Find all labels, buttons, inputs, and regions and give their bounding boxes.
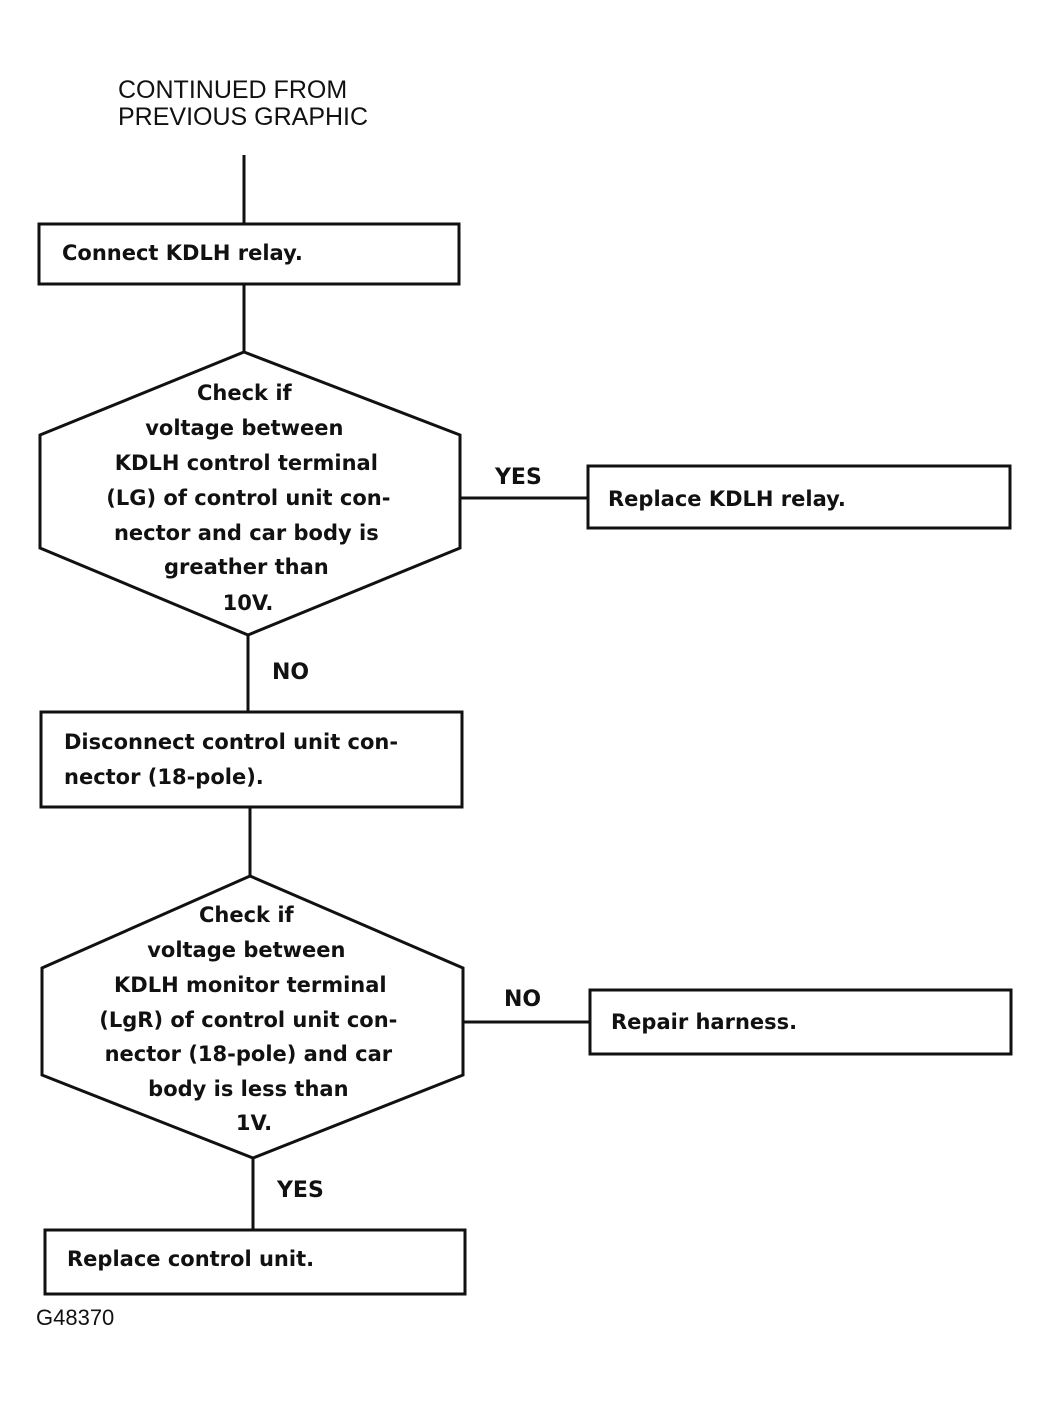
node-repair-harness: Repair harness. <box>588 988 1013 1056</box>
node-line: Replace KDLH relay. <box>608 487 846 511</box>
decision-line: (LG) of control unit con- <box>106 486 390 510</box>
continued-note-line: PREVIOUS GRAPHIC <box>118 103 368 131</box>
decision-line: KDLH control terminal <box>115 451 378 475</box>
decision-line: nector (18-pole) and car <box>105 1042 393 1066</box>
node-line: Connect KDLH relay. <box>62 241 303 265</box>
edge-label-check2-yes: YES <box>276 1178 324 1203</box>
figure-id: G48370 <box>36 1305 114 1330</box>
decision-line: nector and car body is <box>114 521 379 545</box>
continued-note: CONTINUED FROM PREVIOUS GRAPHIC <box>118 76 368 131</box>
node-replace-relay: Replace KDLH relay. <box>586 464 1012 530</box>
decision-check-control-voltage: Check if voltage between KDLH control te… <box>38 350 462 637</box>
node-line: Disconnect control unit con- <box>64 730 398 754</box>
decision-check-monitor-voltage: Check if voltage between KDLH monitor te… <box>40 874 465 1160</box>
continued-note-line: CONTINUED FROM <box>118 76 347 104</box>
node-line: nector (18-pole). <box>64 765 264 789</box>
node-replace-control-unit: Replace control unit. <box>43 1228 467 1296</box>
node-text: Connect KDLH relay. <box>62 241 303 265</box>
node-disconnect-connector: Disconnect control unit con- nector (18-… <box>39 710 464 809</box>
decision-line: KDLH monitor terminal <box>114 973 387 997</box>
decision-line: greather than <box>164 555 329 579</box>
node-line: Repair harness. <box>611 1010 797 1034</box>
decision-line: voltage between <box>145 416 343 440</box>
decision-line: body is less than <box>148 1077 348 1101</box>
edge-label-check2-no: NO <box>504 987 541 1012</box>
edge-label-check1-yes: YES <box>494 465 542 490</box>
decision-line: 10V. <box>223 591 274 615</box>
node-connect-relay: Connect KDLH relay. <box>37 222 461 286</box>
decision-text: Check if voltage between KDLH monitor te… <box>99 903 404 1135</box>
edge-label-check1-no: NO <box>272 660 309 685</box>
node-line: Replace control unit. <box>67 1247 314 1271</box>
decision-line: (LgR) of control unit con- <box>99 1008 397 1032</box>
decision-text: Check if voltage between KDLH control te… <box>106 381 397 615</box>
node-text: Disconnect control unit con- nector (18-… <box>64 730 405 789</box>
decision-line: Check if <box>197 381 293 405</box>
node-text: Repair harness. <box>611 1010 797 1034</box>
decision-line: Check if <box>199 903 295 927</box>
node-text: Replace control unit. <box>67 1247 314 1271</box>
decision-line: voltage between <box>147 938 345 962</box>
node-text: Replace KDLH relay. <box>608 487 846 511</box>
decision-line: 1V. <box>236 1111 272 1135</box>
